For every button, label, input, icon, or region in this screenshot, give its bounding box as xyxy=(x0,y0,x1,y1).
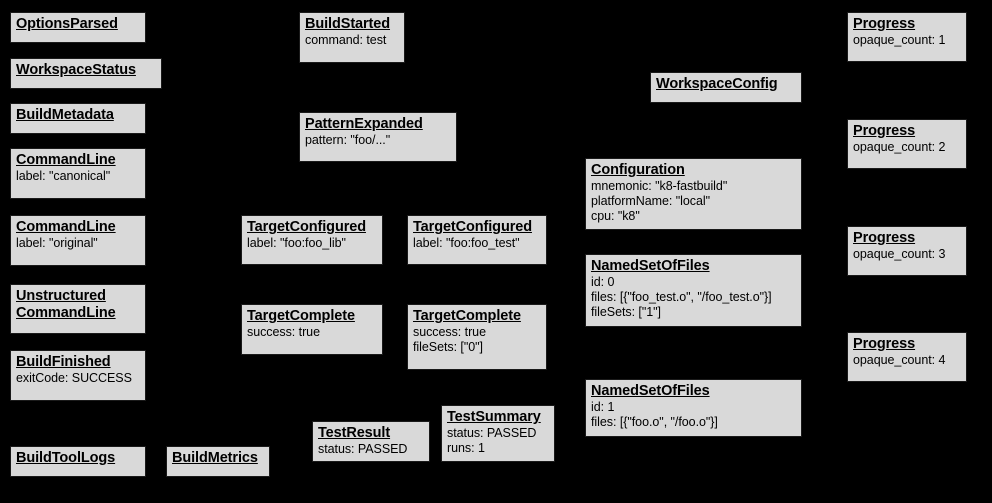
node-properties: label: "foo:foo_test" xyxy=(413,236,520,250)
node-title: CommandLine xyxy=(16,219,116,235)
node-build-tool-logs[interactable]: BuildToolLogs xyxy=(10,446,146,477)
node-properties: opaque_count: 1 xyxy=(853,33,946,47)
node-title: TargetComplete xyxy=(247,308,355,324)
node-workspace-config[interactable]: WorkspaceConfig xyxy=(650,72,802,103)
node-properties: opaque_count: 2 xyxy=(853,140,946,154)
node-properties: status: PASSED runs: 1 xyxy=(447,426,537,455)
node-title: Unstructured CommandLine xyxy=(16,288,116,321)
node-title: WorkspaceConfig xyxy=(656,76,778,92)
node-build-metadata[interactable]: BuildMetadata xyxy=(10,103,146,134)
node-properties: status: PASSED xyxy=(318,442,408,456)
node-properties: label: "foo:foo_lib" xyxy=(247,236,346,250)
node-title: OptionsParsed xyxy=(16,16,118,32)
node-title: TestResult xyxy=(318,425,391,441)
node-unstructured-command-line[interactable]: Unstructured CommandLine xyxy=(10,284,146,334)
node-title: Progress xyxy=(853,336,916,352)
node-title: TargetComplete xyxy=(413,308,521,324)
node-properties: exitCode: SUCCESS xyxy=(16,371,132,385)
node-properties: id: 1 files: [{"foo.o", "/foo.o"}] xyxy=(591,400,718,429)
node-title: TargetConfigured xyxy=(247,219,366,235)
node-properties: pattern: "foo/..." xyxy=(305,133,391,147)
node-properties: id: 0 files: [{"foo_test.o", "/foo_test.… xyxy=(591,275,772,319)
node-title: NamedSetOfFiles xyxy=(591,383,710,399)
node-title: Configuration xyxy=(591,162,685,178)
node-title: PatternExpanded xyxy=(305,116,423,132)
node-title: TestSummary xyxy=(447,409,541,425)
node-title: TargetConfigured xyxy=(413,219,532,235)
node-title: WorkspaceStatus xyxy=(16,62,136,78)
node-build-metrics[interactable]: BuildMetrics xyxy=(166,446,270,477)
node-title: BuildMetadata xyxy=(16,107,114,123)
node-title: BuildMetrics xyxy=(172,450,258,466)
node-title: Progress xyxy=(853,123,916,139)
node-title: BuildFinished xyxy=(16,354,111,370)
node-properties: success: true xyxy=(247,325,320,339)
node-title: Progress xyxy=(853,16,916,32)
node-properties: mnemonic: "k8-fastbuild" platformName: "… xyxy=(591,179,728,223)
node-title: BuildStarted xyxy=(305,16,391,32)
node-title: Progress xyxy=(853,230,916,246)
node-properties: success: true fileSets: ["0"] xyxy=(413,325,486,354)
node-properties: opaque_count: 4 xyxy=(853,353,946,367)
node-title: BuildToolLogs xyxy=(16,450,116,466)
node-title: NamedSetOfFiles xyxy=(591,258,710,274)
node-workspace-status[interactable]: WorkspaceStatus xyxy=(10,58,162,89)
node-properties: label: "original" xyxy=(16,236,98,250)
node-options-parsed[interactable]: OptionsParsed xyxy=(10,12,146,43)
node-properties: label: "canonical" xyxy=(16,169,111,183)
node-properties: opaque_count: 3 xyxy=(853,247,946,261)
node-properties: command: test xyxy=(305,33,387,47)
node-title: CommandLine xyxy=(16,152,116,168)
